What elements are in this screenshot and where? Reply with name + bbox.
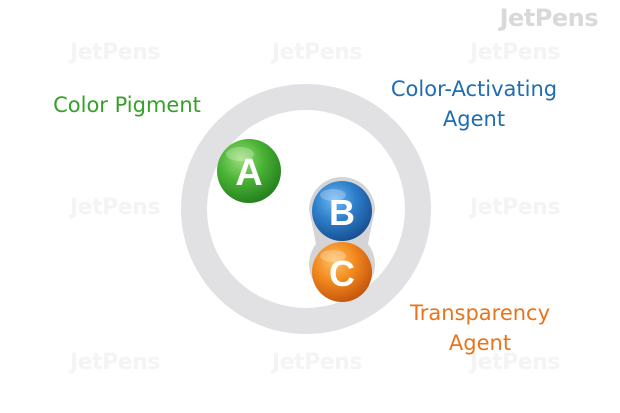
watermark-text: JetPens [272, 40, 362, 65]
ball-b-letter: B [329, 192, 355, 233]
ball-c-letter: C [329, 253, 355, 294]
watermark-text: JetPens [70, 195, 160, 220]
label-transparency-line: Transparency [409, 301, 551, 325]
watermark-text: JetPens [272, 350, 362, 375]
label-color-pigment: Color Pigment [48, 90, 206, 120]
capsule-ring [181, 84, 431, 334]
jetpens-logo: JetPens [499, 4, 599, 32]
label-transparency-line: Agent [448, 331, 512, 355]
label-transparency-agent: Transparency Agent [404, 298, 556, 358]
label-color-activating-line: Color-Activating [390, 77, 558, 101]
watermark-text: JetPens [70, 40, 160, 65]
watermark-text: JetPens [470, 195, 560, 220]
ball-a-letter: A [235, 152, 262, 194]
label-color-activating-line: Agent [442, 107, 506, 131]
label-color-activating-agent: Color-Activating Agent [388, 74, 560, 134]
watermark-text: JetPens [70, 350, 160, 375]
ball-b: B [312, 181, 372, 241]
label-color-pigment-line: Color Pigment [53, 93, 201, 117]
ball-a: A [217, 139, 281, 203]
watermark-text: JetPens [470, 40, 560, 65]
watermark-text: JetPens [470, 350, 560, 375]
ball-c: C [312, 242, 372, 302]
